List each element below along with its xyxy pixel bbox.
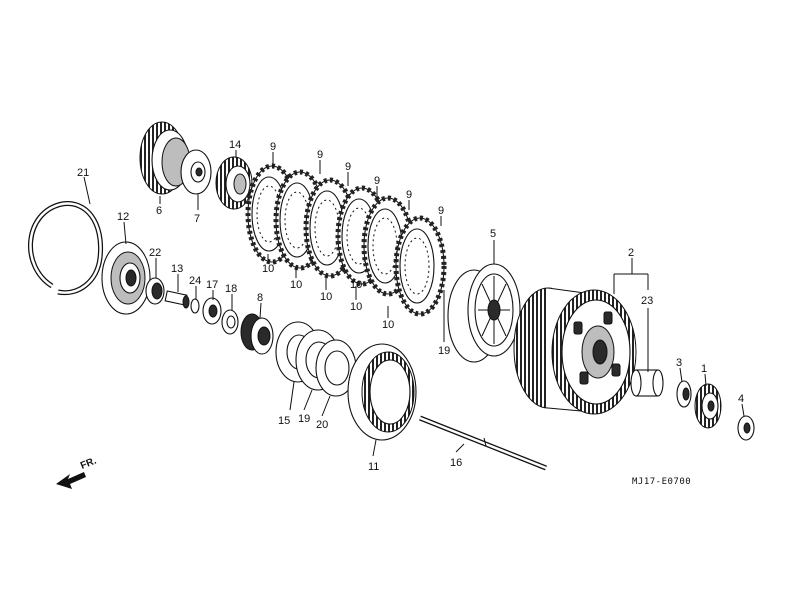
thrust-washer-4 xyxy=(737,415,755,441)
needle-bearing-23 xyxy=(630,369,664,397)
callout-10e: 10 xyxy=(382,319,394,331)
callout-11: 11 xyxy=(368,461,379,473)
outer-gear-6 xyxy=(139,121,191,195)
lifter-rod-16 xyxy=(419,415,547,471)
callout-10c: 10 xyxy=(320,291,332,303)
front-direction-label: FR. xyxy=(79,455,98,471)
spring-seat-20 xyxy=(315,339,357,397)
callout-17: 17 xyxy=(206,279,218,291)
hub-7 xyxy=(180,149,212,195)
callout-24: 24 xyxy=(189,275,201,287)
callout-5: 5 xyxy=(490,228,496,240)
callout-13: 13 xyxy=(171,263,183,275)
callout-7: 7 xyxy=(194,213,200,225)
leader-lines xyxy=(83,150,745,457)
callout-19a: 19 xyxy=(438,345,450,357)
callout-23: 23 xyxy=(641,295,653,307)
needle-bearing-14 xyxy=(215,156,253,210)
callout-21: 21 xyxy=(77,167,89,179)
callout-10b: 10 xyxy=(290,279,302,291)
callout-9c: 9 xyxy=(345,161,351,173)
callout-10f: 10 xyxy=(350,279,362,291)
spacer-3 xyxy=(676,380,692,408)
callout-14: 14 xyxy=(229,139,241,151)
clutch-plate-stack xyxy=(248,166,444,314)
callout-6: 6 xyxy=(156,205,162,217)
callout-10a: 10 xyxy=(262,263,274,275)
snap-ring-21 xyxy=(28,201,104,296)
callout-9b: 9 xyxy=(317,149,323,161)
collar-8 xyxy=(240,313,274,355)
bearing-22 xyxy=(145,277,165,305)
callout-15: 15 xyxy=(278,415,290,427)
callout-10d: 10 xyxy=(350,301,362,313)
callout-9f: 9 xyxy=(438,205,444,217)
pressure-plate-12 xyxy=(101,241,151,315)
callout-labels: 21 12 22 13 24 17 18 8 6 7 14 9 9 9 9 9 … xyxy=(77,139,744,473)
callout-3: 3 xyxy=(676,357,682,369)
callout-20: 20 xyxy=(316,419,328,431)
lifter-piece-13 xyxy=(164,290,190,309)
callout-22: 22 xyxy=(149,247,161,259)
front-direction-arrow-icon: FR. xyxy=(56,455,98,489)
callout-9e: 9 xyxy=(406,189,412,201)
washer-24 xyxy=(190,298,200,314)
lock-nut-17 xyxy=(202,297,222,325)
callout-19b: 19 xyxy=(298,413,310,425)
washer-18 xyxy=(221,309,239,335)
diagram-reference-code: MJ17-E0700 xyxy=(632,477,691,487)
drive-sprocket-1 xyxy=(694,383,722,429)
clutch-center-5 xyxy=(447,263,521,363)
callout-8: 8 xyxy=(257,292,263,304)
callout-18: 18 xyxy=(225,283,237,295)
friction-disc-11 xyxy=(347,343,417,441)
callout-9d: 9 xyxy=(374,175,380,187)
callout-2: 2 xyxy=(628,247,634,259)
callout-4: 4 xyxy=(738,393,744,405)
callout-9a: 9 xyxy=(270,141,276,153)
callout-16: 16 xyxy=(450,457,462,469)
callout-12: 12 xyxy=(117,211,129,223)
clutch-outer-2 xyxy=(513,287,637,415)
callout-1: 1 xyxy=(701,363,707,375)
